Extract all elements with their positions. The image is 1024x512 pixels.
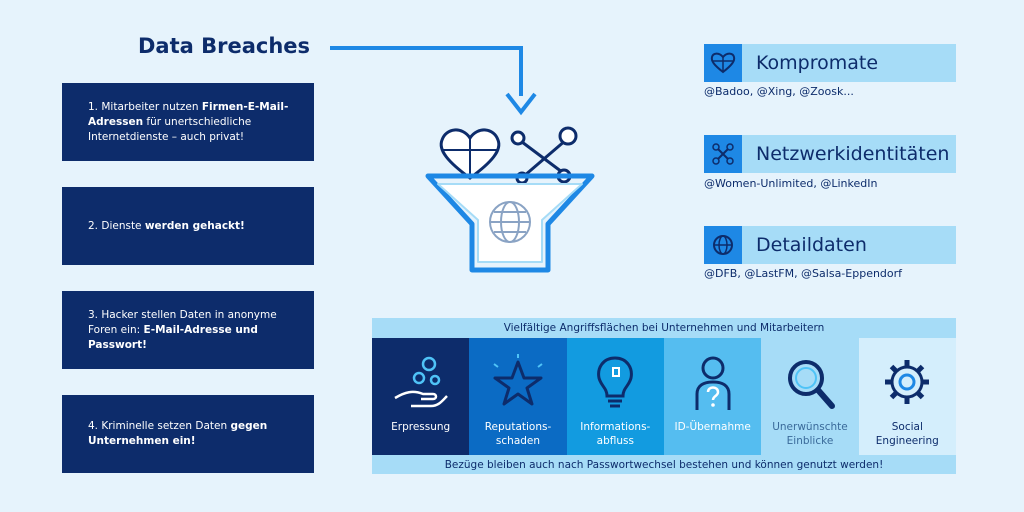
tile-label-2: abfluss [596,435,634,447]
globe-icon [489,201,531,243]
tile-reputationsschaden: Reputations-schaden [469,338,567,455]
attack-surface-tiles: Erpressung Reputations-schaden Informati… [372,338,956,455]
lightbulb-icon [597,356,634,408]
step-2: 2. Dienste werden gehackt! [62,187,314,265]
tile-label: Reputations- [484,421,552,433]
hand-coins-icon [394,356,448,408]
network-icon [704,135,742,173]
category-sub: @Badoo, @Xing, @Zoosk... [704,85,854,98]
category-sub: @DFB, @LastFM, @Salsa-Eppendorf [704,267,903,280]
category-detaildaten: Detaildaten [704,226,956,264]
category-label: Detaildaten [756,234,867,256]
tile-label: Social [891,421,923,433]
flow-arrow [330,46,537,116]
tile-label: Informations- [580,421,651,433]
tile-label-2: Einblicke [786,435,834,447]
page-title: Data Breaches [138,34,311,58]
category-sub: @Women-Unlimited, @LinkedIn [704,177,878,190]
person-question-icon [695,356,731,410]
tile-label: Unerwünschte [772,421,848,433]
globe-icon [704,226,742,264]
step-3: 3. Hacker stellen Daten in anonyme Foren… [62,291,314,369]
tile-label: ID-Übernahme [674,421,751,433]
tile-informationsabfluss: Informations-abfluss [566,338,664,455]
step-4: 4. Kriminelle setzen Daten gegen Unterne… [62,395,314,473]
tile-label: Erpressung [391,421,451,433]
tile-label-2: schaden [495,435,541,447]
tile-id-uebernahme: ID-Übernahme [663,338,762,455]
magnifier-icon [787,360,835,409]
tile-erpressung: Erpressung [372,338,470,455]
tile-label-2: Engineering [875,435,939,447]
panel-footer: Bezüge bleiben auch nach Passwortwechsel… [372,455,956,474]
category-label: Netzwerkidentitäten [756,143,950,165]
heart-puzzle-icon [439,128,501,180]
category-kompromate: Kompromate [704,44,956,82]
gear-icon [885,360,930,404]
category-label: Kompromate [756,52,879,74]
panel-header: Vielfältige Angriffsflächen bei Unterneh… [372,318,956,338]
heart-puzzle-icon [704,44,742,82]
category-netzwerk: Netzwerkidentitäten [704,135,956,173]
star-icon [493,354,543,406]
step-1: 1. Mitarbeiter nutzen Firmen-E-Mail-Adre… [62,83,314,161]
funnel-illustration [425,126,595,273]
